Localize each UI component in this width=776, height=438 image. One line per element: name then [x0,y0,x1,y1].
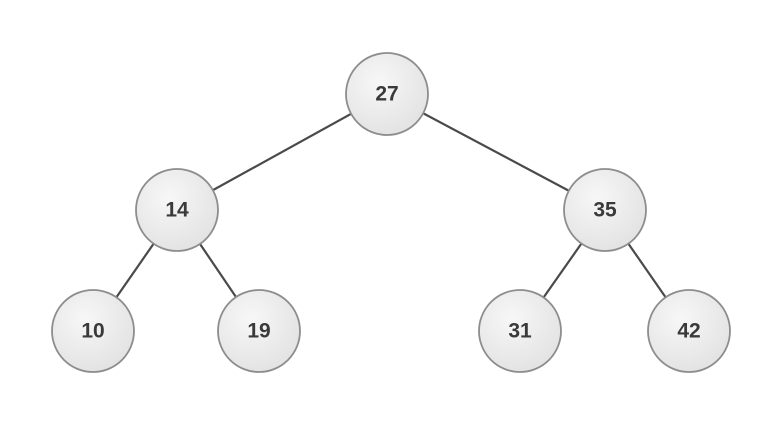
tree-node-19: 19 [217,289,301,373]
node-label: 14 [165,199,189,222]
node-label: 35 [593,199,617,222]
tree-node-42: 42 [647,289,731,373]
node-circle [563,168,647,252]
tree-node-35: 35 [563,168,647,252]
tree-node-31: 31 [478,289,562,373]
node-label: 42 [677,320,700,343]
node-label: 27 [375,83,398,106]
node-circle [135,168,219,252]
tree-node-27: 27 [345,52,429,136]
node-label: 31 [508,320,532,343]
node-label: 10 [81,320,104,343]
node-circle [647,289,731,373]
tree-node-14: 14 [135,168,219,252]
node-circle [478,289,562,373]
tree-node-10: 10 [51,289,135,373]
node-circle [345,52,429,136]
node-circle [217,289,301,373]
node-circle [51,289,135,373]
nodes-layer: 27 14 35 10 19 31 42 [51,52,731,373]
node-label: 19 [247,320,270,343]
